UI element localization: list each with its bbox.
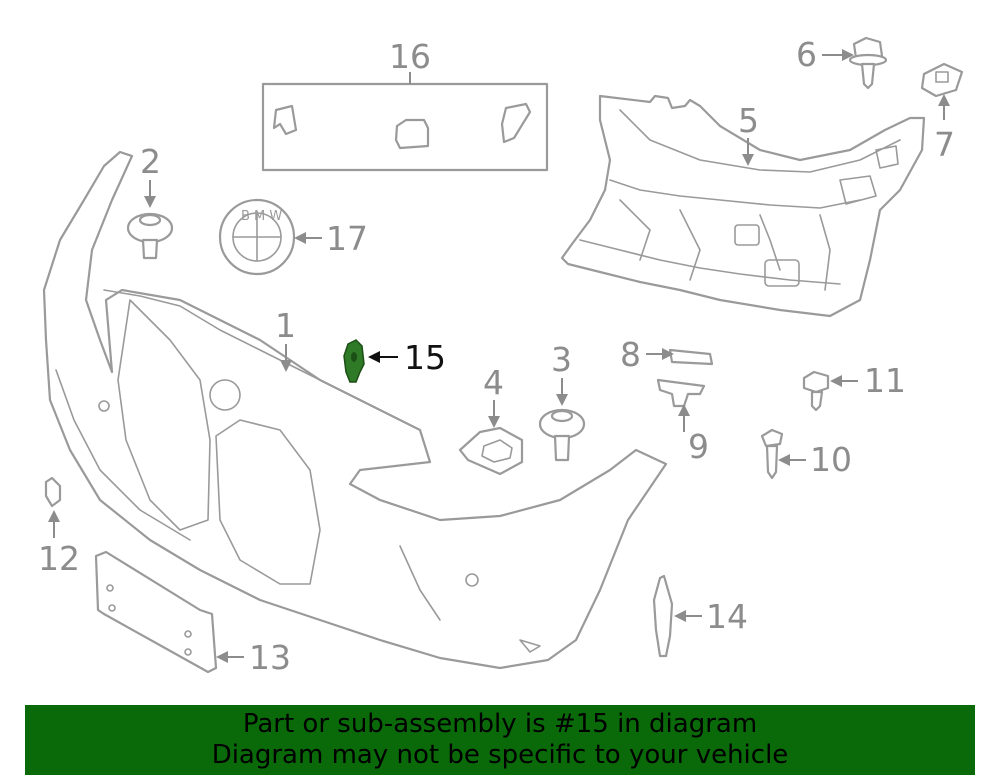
part-16-clip-kit[interactable] <box>261 82 549 172</box>
part-1-bumper-cover[interactable] <box>42 150 668 670</box>
leader-lines <box>48 49 950 663</box>
callout-17: 17 <box>326 219 368 258</box>
callout-10: 10 <box>810 440 852 479</box>
part-17-emblem[interactable]: B M W <box>218 198 296 276</box>
callout-6: 6 <box>796 35 817 74</box>
part-10-screw[interactable] <box>760 428 784 480</box>
part-11-bolt[interactable] <box>802 370 830 412</box>
parts-diagram: B M W <box>38 35 964 677</box>
banner-line-2: Diagram may not be specific to your vehi… <box>211 740 789 770</box>
part-13-license-bracket[interactable] <box>94 550 218 674</box>
part-5-bumper-carrier[interactable] <box>560 94 926 318</box>
callout-5: 5 <box>738 101 759 140</box>
callout-3: 3 <box>551 340 572 379</box>
part-15-bracket[interactable] <box>343 339 365 383</box>
callout-12: 12 <box>38 539 80 578</box>
callout-14: 14 <box>706 597 748 636</box>
callout-13: 13 <box>249 638 291 677</box>
part-8-strip[interactable] <box>668 348 714 366</box>
part-12-cap[interactable] <box>44 476 62 508</box>
callout-16: 16 <box>389 37 431 76</box>
callout-7: 7 <box>934 125 955 164</box>
part-9-t-bracket[interactable] <box>656 378 706 408</box>
part-7-clip-nut[interactable] <box>920 62 964 98</box>
callout-9: 9 <box>688 427 709 466</box>
svg-text:B M W: B M W <box>241 209 282 224</box>
part-6-bolt[interactable] <box>848 36 888 90</box>
callout-8: 8 <box>620 335 641 374</box>
callout-15: 15 <box>404 338 446 377</box>
callout-1: 1 <box>275 306 296 345</box>
part-3-push-rivet[interactable] <box>538 408 586 462</box>
part-2-push-rivet[interactable] <box>126 212 174 260</box>
callout-2: 2 <box>140 142 161 181</box>
part-4-mount[interactable] <box>458 426 524 476</box>
callout-4: 4 <box>483 363 504 402</box>
info-banner: Part or sub-assembly is #15 in diagram D… <box>25 705 975 775</box>
callout-11: 11 <box>864 361 906 400</box>
banner-line-1: Part or sub-assembly is #15 in diagram <box>242 709 758 739</box>
part-14-trim[interactable] <box>652 574 674 658</box>
